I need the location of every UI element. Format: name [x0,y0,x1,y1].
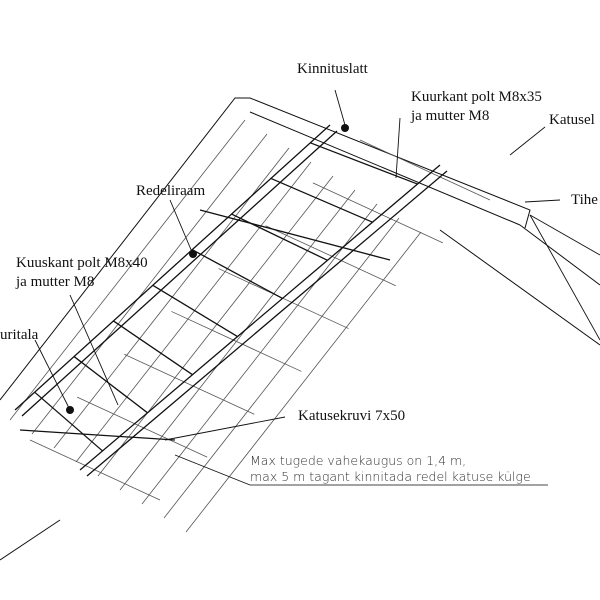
ladder-rail-right-inner [86,170,448,477]
label-redeliraam: Redeliraam [136,183,206,199]
label-kuuskant-bolt: Kuuskant polt M8x40 [16,255,148,271]
leader-lines [34,89,600,486]
label-katusel: Katusel [549,112,595,128]
tile-row-line [31,133,268,435]
label-kuurkant-nut: ja mutter M8 [411,108,490,124]
roof-bracket [19,429,176,441]
tile-row-line [163,217,400,519]
callout-dots [66,124,349,414]
tile-row-line [141,203,378,505]
roof-tiles [9,119,491,533]
label-kinnituslatt: Kinnituslatt [297,61,368,77]
tile-course-line [171,311,302,372]
label-uritala: uritala [0,327,39,343]
tile-row-line [97,175,334,477]
tile-course-line [218,268,349,329]
note-line-1: Max tugede vahekaugus on 1,4 m, [250,453,467,468]
ladder-rung [231,213,328,261]
tile-course-line [312,182,444,244]
roof-bracket [199,209,391,261]
note-line-2: max 5 m tagant kinnitada redel katuse kü… [250,469,531,484]
tile-row-line [185,231,422,533]
roof-outline [0,97,600,561]
tile-row-line [75,161,312,463]
label-tihe: Tihe [571,192,598,208]
ladder-rail-left-inner [21,130,338,417]
ladder-rail-left [14,124,331,411]
tile-course-line [359,139,491,201]
ladder-rung [270,177,373,223]
tile-course-line [124,353,255,415]
ladder-rung [113,320,193,376]
ladder-rung [152,284,238,338]
ladder-rail-right [79,164,441,471]
tile-row-line [9,119,246,421]
label-katusekruvi: Katusekruvi 7x50 [298,408,406,424]
tile-course-line [76,396,208,458]
ladder-rung [310,142,418,185]
ladder-rung [34,391,103,452]
ladder [14,124,448,477]
label-kuuskant-nut: ja mutter M8 [16,274,95,290]
tile-course-line [265,225,396,287]
ladder-rung [73,356,148,414]
label-kuurkant-bolt: Kuurkant polt M8x35 [411,89,542,105]
ladder-rung [191,249,283,300]
